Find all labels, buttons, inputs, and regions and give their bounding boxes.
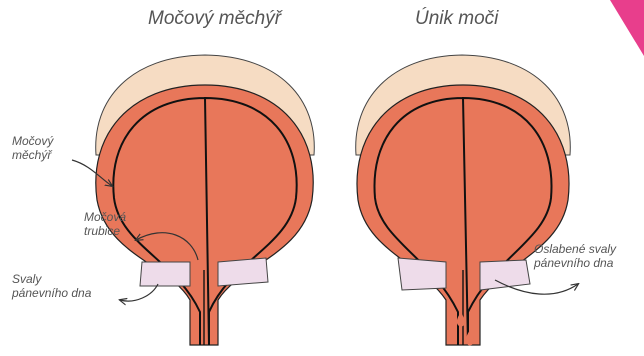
label-bladder: Močový měchýř [12,134,53,162]
label-pelvic-floor: Svaly pánevního dna [12,272,91,300]
arrow-pelvic-floor [120,284,158,301]
label-urethra: Močová trubice [84,210,126,238]
label-weakened-pelvic-floor: Oslabené svaly pánevního dna [534,242,616,270]
leaking-bladder-diagram [356,55,571,345]
